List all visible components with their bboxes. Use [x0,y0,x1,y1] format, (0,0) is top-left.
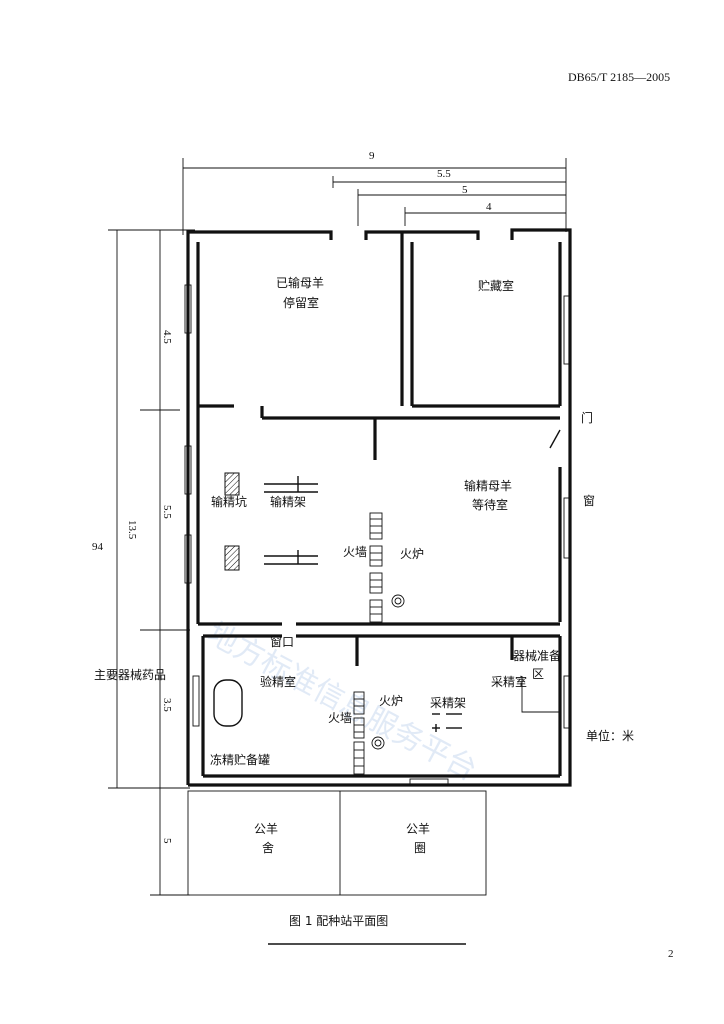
equipment-prep-line [521,676,560,713]
label-collection-frame: 采精架 [430,696,466,710]
standard-code-header: DB65/T 2185—2005 [568,70,671,84]
dim-left-5: 5 [161,838,173,844]
dim-left-13-5: 13.5 [126,520,138,540]
ram-pens [187,790,487,896]
dim-left-total: 94 [92,541,104,553]
label-insemination-frame: 输精架 [270,494,306,509]
insemination-pit-1 [224,472,240,496]
label-stove-a: 火炉 [400,547,424,561]
page-number: 2 [668,948,674,960]
stove-a-circle [391,594,405,608]
door-leaf [549,429,561,449]
label-ewe-rest-2: 停留室 [283,295,319,310]
label-equip-prep-1: 器械准备 [513,648,561,663]
label-waiting-2: 等待室 [472,497,508,512]
label-fire-wall-a: 火墙 [343,545,367,559]
dim-top-4: 4 [486,201,492,213]
dim-top-5: 5 [462,184,468,196]
fire-wall-a [369,512,383,623]
label-door: 门 [581,410,593,425]
dim-top-total: 9 [369,150,375,162]
semen-check-table [213,679,243,727]
label-ram-house-2: 舍 [262,840,274,855]
label-equipment: 主要器械药品 [94,667,166,682]
label-unit: 单位：米 [586,728,634,743]
interior-walls [196,232,562,778]
top-dimension-lines [182,158,567,235]
label-fire-wall-b: 火墙 [328,711,352,725]
dim-left-3-5: 3.5 [161,698,173,712]
label-stove-b: 火炉 [379,694,403,708]
label-ram-pen-2: 圈 [414,841,426,855]
label-ewe-rest-1: 已输母羊 [276,275,324,290]
label-equip-prep-2: 区 [532,667,544,681]
collection-frame-symbols [432,713,462,732]
dim-left-5-5: 5.5 [161,505,173,519]
label-frozen-tank: 冻精贮备罐 [210,752,270,767]
label-ram-pen-1: 公羊 [406,821,430,836]
label-storage: 贮藏室 [478,278,514,293]
stove-b-circle [371,736,385,750]
label-ram-house-1: 公羊 [254,821,278,836]
label-insemination-pit: 输精坑 [211,494,247,509]
insemination-frames [264,476,318,565]
left-dimension-lines [108,229,195,896]
dim-left-4-5: 4.5 [161,330,173,344]
label-window-right: 窗 [583,494,595,508]
figure-caption: 图 1 配种站平面图 [289,914,388,928]
label-collection-room: 采精室 [491,674,527,689]
insemination-pit-2 [224,545,240,571]
wall-windows [184,284,571,786]
label-waiting-1: 输精母羊 [464,478,512,493]
label-window-mid: 窗口 [270,635,294,649]
dim-top-5-5: 5.5 [437,168,451,180]
label-semen-check: 验精室 [260,674,296,689]
fire-wall-b [353,691,365,775]
